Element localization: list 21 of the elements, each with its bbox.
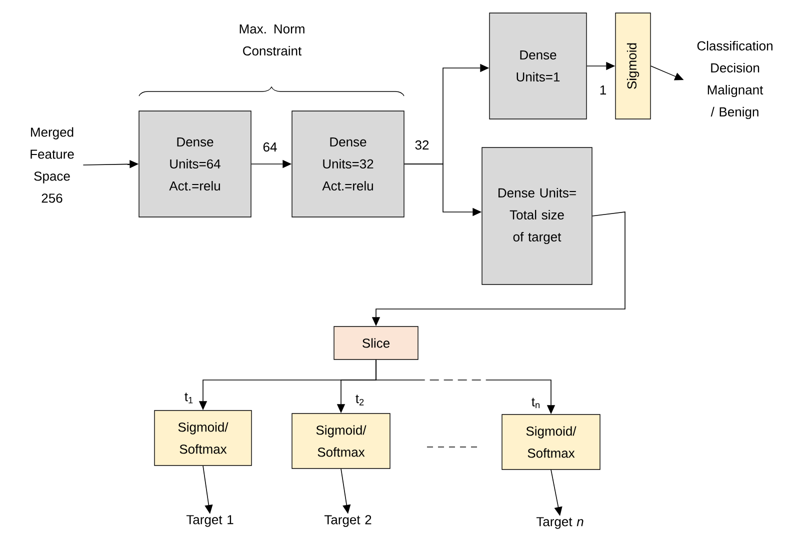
edge-label: 64 xyxy=(263,142,277,152)
dense-layer-box: Dense Units=32 Act.=relu xyxy=(292,110,404,218)
text-label: Classification Decision Malignant / Benign xyxy=(697,40,772,120)
text-label: Target 2 xyxy=(324,515,372,527)
text-label: Merged Feature Space 256 xyxy=(30,127,74,203)
edge-label: 1 xyxy=(600,86,606,94)
dense-layer-box: Dense Units=64 Act.=relu xyxy=(138,110,252,218)
sigmoid-box: Sigmoid xyxy=(615,12,651,120)
edge-label: t$_{n}$ xyxy=(532,398,540,408)
slice-box: Slice xyxy=(334,326,418,360)
edge-label: 32 xyxy=(415,140,429,150)
edge-label: t$_{1}$ xyxy=(184,392,193,404)
activation-box: Sigmoid/ Softmax xyxy=(292,413,390,469)
activation-box: Sigmoid/ Softmax xyxy=(502,414,600,470)
activation-box: Sigmoid/ Softmax xyxy=(154,410,252,466)
text-label: Target 1 xyxy=(186,515,234,527)
text-label: Target n xyxy=(536,517,584,529)
edge-label: t$_{2}$ xyxy=(356,394,364,406)
dense-layer-box: Dense Units=1 xyxy=(489,12,587,120)
dense-layer-box: Dense Units= Total size of target xyxy=(482,147,592,285)
brace-label: Max. Norm Constraint xyxy=(240,24,304,56)
